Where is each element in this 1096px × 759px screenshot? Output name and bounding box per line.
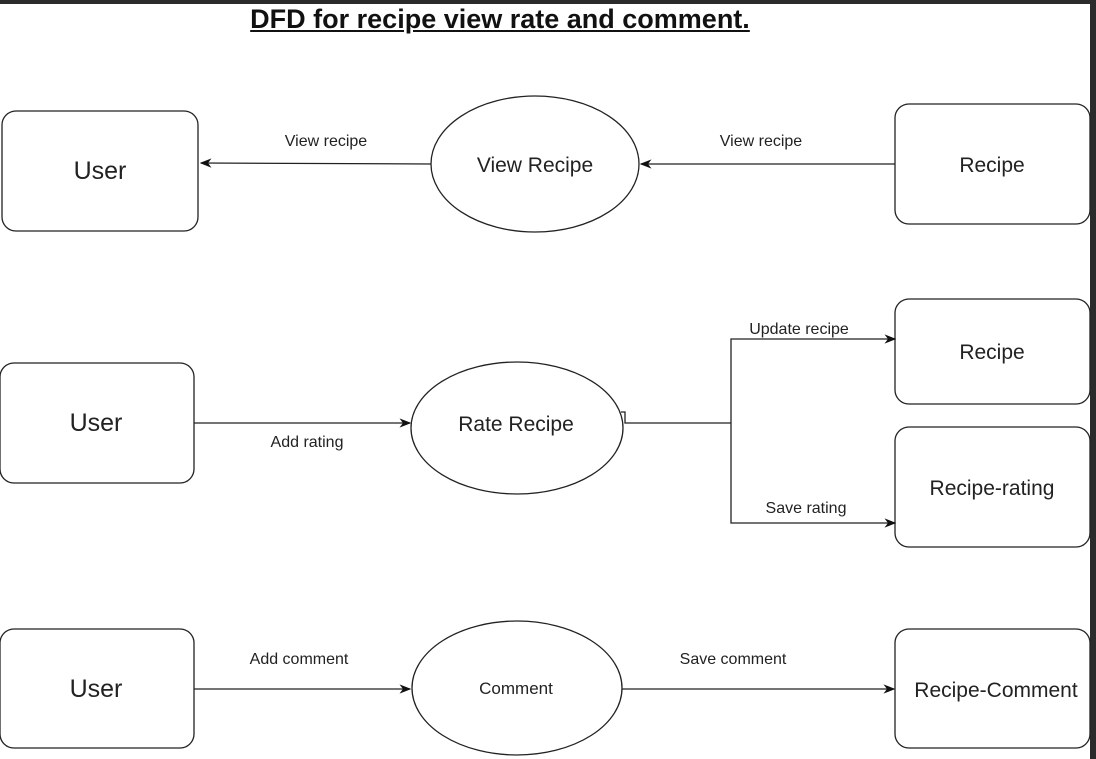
row-view-recipe: User View Recipe Recipe View recipe View… [1,95,1091,233]
flow-add-comment-label: Add comment [250,651,349,668]
process-rate-recipe[interactable] [410,361,624,495]
process-rate-recipe-label: Rate Recipe [458,413,574,436]
flow-rate-to-recipe [730,334,897,423]
entity-recipe-1-label: Recipe [959,154,1024,177]
flow-save-comment-label: Save comment [680,651,787,668]
flow-update-recipe-label: Update recipe [749,321,849,338]
flow-add-rating-label: Add rating [271,434,344,451]
diagram-title: DFD for recipe view rate and comment. [250,4,750,34]
process-view-recipe-label: View Recipe [477,154,593,177]
entity-recipe-rating-label: Recipe-rating [930,477,1055,500]
entity-user-2-label: User [70,409,123,437]
row-rate-recipe: User Rate Recipe Recipe Recipe-rating Ad… [0,298,1091,548]
flow-view-recipe-to-user [199,158,432,168]
entity-user-1[interactable] [1,110,199,232]
entity-recipe-2[interactable] [894,298,1091,405]
flow-save-rating-label: Save rating [766,500,847,517]
flow-rate-recipe-trunk [621,411,731,424]
process-comment[interactable] [411,620,623,756]
flow-rate-to-recipe-rating [730,423,897,528]
entity-recipe-2-label: Recipe [959,341,1024,364]
flow-view-recipe-out-label: View recipe [285,133,368,150]
process-comment-label: Comment [479,679,553,698]
entity-user-1-label: User [74,157,127,185]
flow-view-recipe-in-label: View recipe [720,133,803,150]
entity-recipe-comment-label: Recipe-Comment [914,679,1078,702]
row-comment: User Comment Recipe-Comment Add comment … [0,620,1091,756]
entity-recipe-rating[interactable] [894,426,1091,548]
entity-user-3-label: User [70,675,123,703]
